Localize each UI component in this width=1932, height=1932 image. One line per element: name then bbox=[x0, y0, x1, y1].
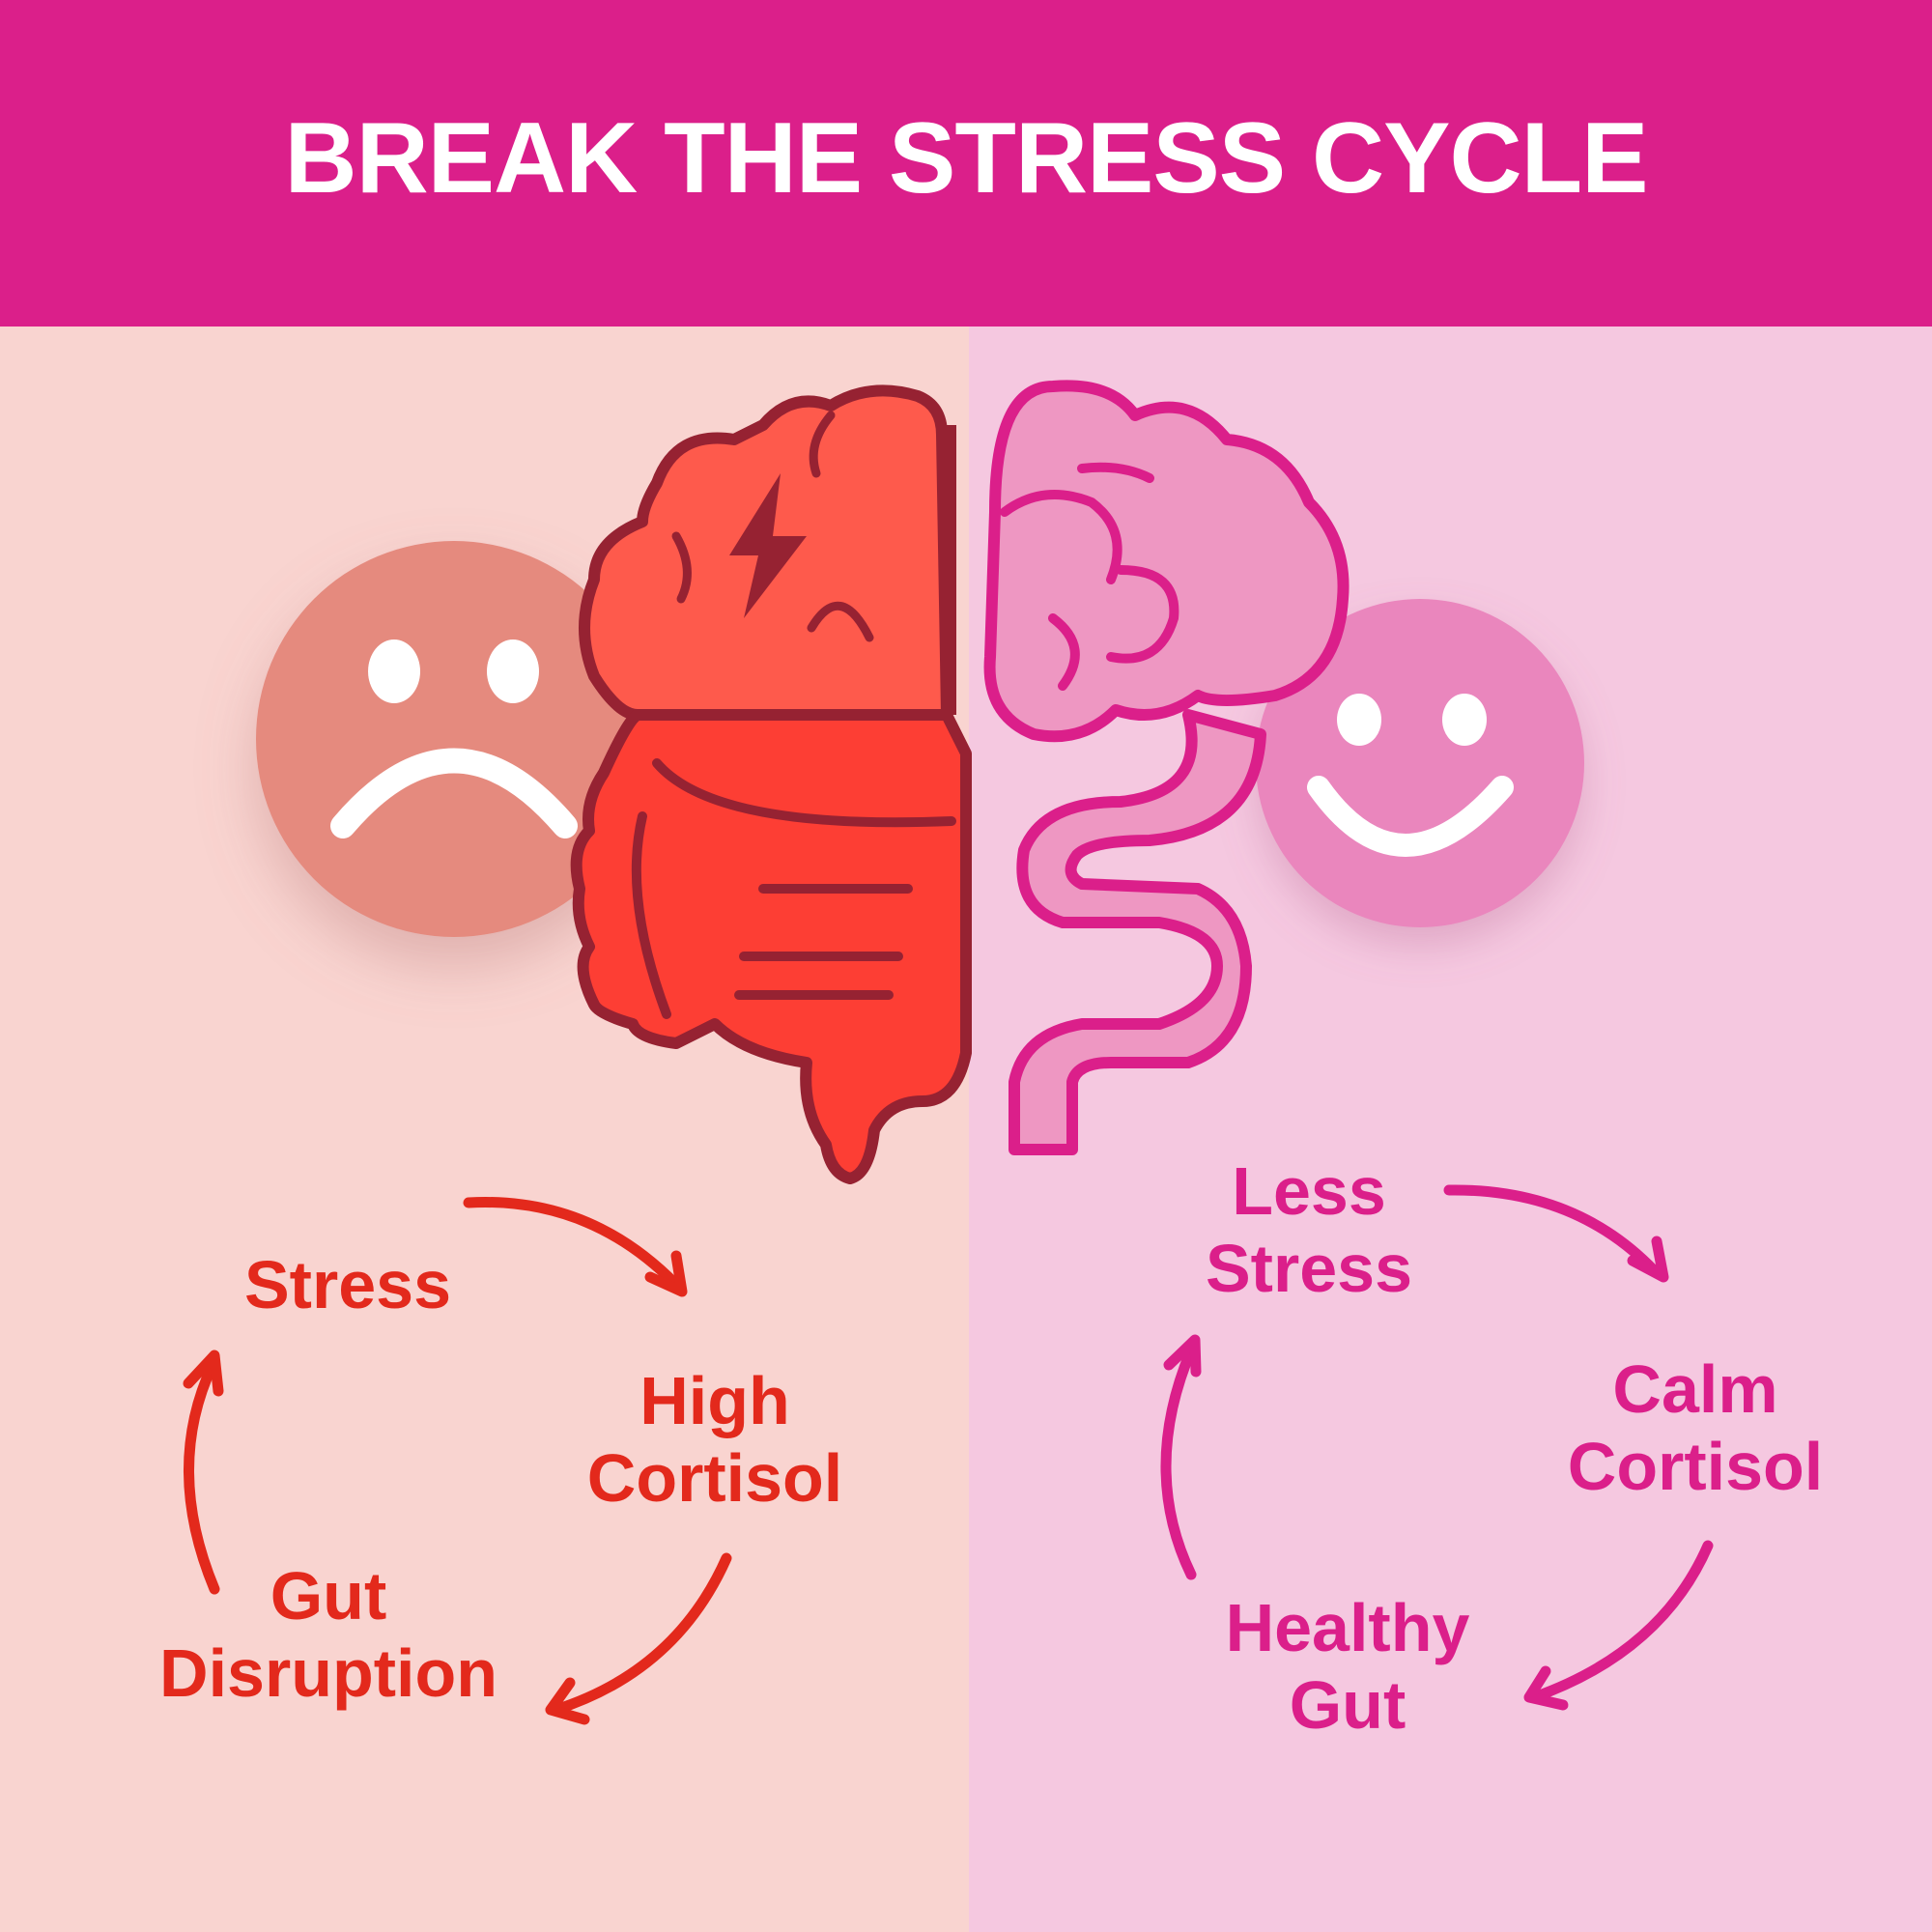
step-healthy-gut: Healthy Gut bbox=[1225, 1590, 1470, 1743]
calm-cycle-arrows bbox=[1160, 1184, 1714, 1711]
lightning-bolt-icon bbox=[729, 473, 807, 618]
stress-cycle-arrows bbox=[183, 1197, 732, 1725]
sad-face-icon bbox=[256, 541, 652, 937]
step-less-stress: Less Stress bbox=[1205, 1153, 1413, 1306]
step-calm-cortisol: Calm Cortisol bbox=[1567, 1351, 1824, 1504]
page-title: BREAK THE STRESS CYCLE bbox=[284, 101, 1648, 214]
happy-face-icon bbox=[1256, 599, 1584, 927]
step-stress: Stress bbox=[243, 1247, 452, 1322]
header-banner: BREAK THE STRESS CYCLE bbox=[0, 0, 1932, 327]
step-high-cortisol: High Cortisol bbox=[586, 1363, 843, 1516]
calm-brain-gut-icon bbox=[983, 380, 1350, 1155]
step-gut-disruption: Gut Disruption bbox=[159, 1558, 497, 1711]
